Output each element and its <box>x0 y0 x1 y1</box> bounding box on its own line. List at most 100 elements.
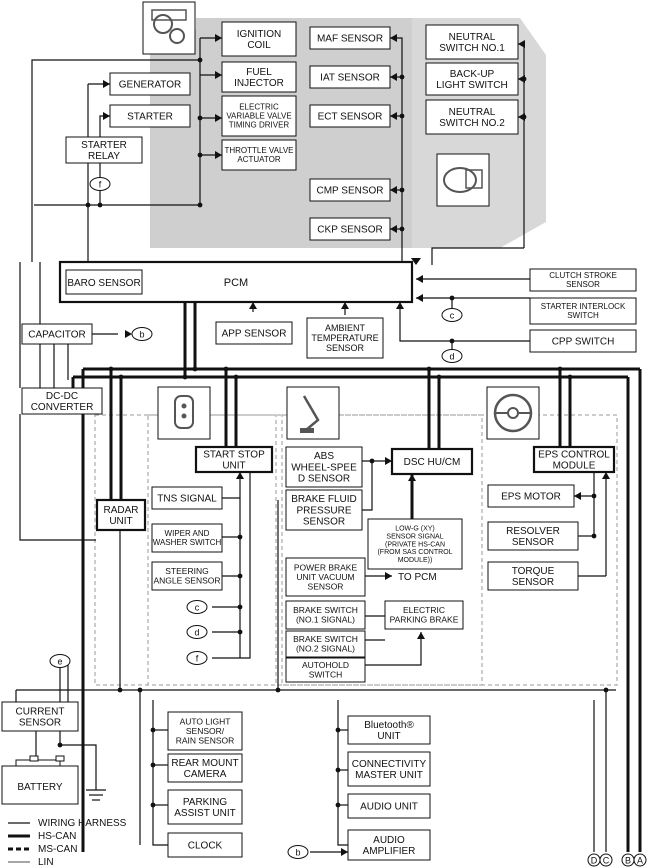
connector-e-marker: e <box>49 654 71 668</box>
lowg-sensor-label: SENSOR SIGNAL <box>386 534 443 541</box>
neutral-switch-2-label: SWITCH NO.2 <box>439 118 505 129</box>
cmp-sensor-label: CMP SENSOR <box>316 185 383 196</box>
svg-text:c: c <box>195 603 200 613</box>
eps-motor-box: EPS MOTOR <box>487 484 575 508</box>
audio-amplifier-label: AUDIO <box>373 835 405 846</box>
radar-unit-label: UNIT <box>109 516 132 527</box>
ckp-sensor-label: CKP SENSOR <box>317 224 382 235</box>
ambient-temp-sensor-label: AMBIENT <box>325 323 366 333</box>
edge-marker-c: C <box>599 853 613 867</box>
audio-unit-label: AUDIO UNIT <box>360 801 418 812</box>
rear-mount-camera-label: REAR MOUNT <box>171 758 238 769</box>
svg-text:C: C <box>603 856 610 866</box>
pcm-label: PCM <box>224 277 248 289</box>
backup-light-switch-label: LIGHT SWITCH <box>436 80 507 91</box>
rear-mount-camera-label: CAMERA <box>184 769 227 780</box>
battery-box: BATTERY <box>1 755 79 805</box>
svg-text:b: b <box>295 848 300 858</box>
steering-wheel-icon <box>486 386 540 440</box>
brake-pedal-icon <box>286 386 340 440</box>
connector-d-marker: d <box>441 349 463 363</box>
current-sensor-label: CURRENT <box>16 706 65 717</box>
neutral-switch-2-label: NEUTRAL <box>449 107 496 118</box>
connector-c-marker: c <box>186 600 208 614</box>
connector-b-marker: b <box>131 327 153 341</box>
auto-light-sensor-label: RAIN SENSOR <box>176 735 235 745</box>
backup-light-switch-label: BACK-UP <box>450 69 495 80</box>
brake-fluid-pressure-label: PRESSURE <box>296 505 351 516</box>
engine-icon <box>142 1 196 55</box>
clutch-stroke-sensor-label: SENSOR <box>566 280 600 289</box>
neutral-switch-1-label: SWITCH NO.1 <box>439 43 505 54</box>
steering-angle-sensor-label: STEERING <box>165 566 208 576</box>
throttle-actuator-label: THROTTLE VALVE <box>224 146 293 155</box>
steering-angle-sensor-label: ANGLE SENSOR <box>153 576 220 586</box>
fuel-injector-label: INJECTOR <box>234 78 284 89</box>
brake-switch-2-label: BRAKE SWITCH <box>293 634 358 644</box>
arrowheads <box>103 34 610 856</box>
lowg-sensor-label: LOW-G (XY) <box>395 526 435 533</box>
bluetooth-unit-label: Bluetooth® <box>364 720 414 731</box>
parking-assist-unit-label: PARKING <box>183 797 227 808</box>
legend-thin-light-label: LIN <box>38 857 54 868</box>
brake-switch-2-label: (NO.2 SIGNAL) <box>296 644 355 654</box>
maf-sensor-label: MAF SENSOR <box>317 33 383 44</box>
resolver-sensor-label: RESOLVER <box>506 526 560 537</box>
clock-box: CLOCK <box>167 832 243 858</box>
brake-subzone <box>281 414 483 686</box>
legend-dashed-thick-label: MS-CAN <box>38 844 77 855</box>
svg-text:A: A <box>637 856 643 866</box>
bluetooth-unit-box: Bluetooth®UNIT <box>347 715 431 745</box>
eps-motor-label: EPS MOTOR <box>501 491 561 502</box>
brake-fluid-pressure-label: BRAKE FLUID <box>291 494 357 505</box>
app-sensor-label: APP SENSOR <box>222 328 287 339</box>
svg-text:D: D <box>591 856 598 866</box>
svg-text:f: f <box>196 654 199 664</box>
power-brake-vacuum-label: POWER BRAKE <box>294 562 358 572</box>
electric-parking-brake-label: ELECTRIC <box>403 605 445 615</box>
cpp-switch-box: CPP SWITCH <box>529 329 637 353</box>
bluetooth-unit-label: UNIT <box>377 731 400 742</box>
connector-c-marker: c <box>441 308 463 322</box>
power-brake-vacuum-label: SENSOR <box>308 581 344 591</box>
ignition-coil-label: COIL <box>247 40 271 51</box>
audio-unit-box: AUDIO UNIT <box>347 793 431 819</box>
start-stop-unit-label: START STOP <box>203 449 265 460</box>
audio-amplifier-label: AMPLIFIER <box>363 846 416 857</box>
starter-relay-label: RELAY <box>88 151 120 162</box>
svg-text:b: b <box>139 330 144 340</box>
capacitor-box: CAPACITOR <box>21 323 93 345</box>
connector-b-marker: b <box>287 845 309 859</box>
connector-f-marker: f <box>89 177 111 191</box>
start-stop-unit-label: UNIT <box>222 460 245 471</box>
dsc-hu-cm-box: DSC HU/CM <box>390 447 474 476</box>
autohold-switch-label: SWITCH <box>309 670 343 680</box>
ignition-coil-label: IGNITION <box>237 29 281 40</box>
ect-sensor-box: ECT SENSOR <box>309 104 391 128</box>
dsc-hu-cm-label: DSC HU/CM <box>404 457 461 468</box>
svg-text:e: e <box>57 657 62 667</box>
evvt-driver-label: ELECTRIC <box>239 103 279 112</box>
lowg-sensor-box: LOW-G (XY)SENSOR SIGNAL(PRIVATE HS-CAN(F… <box>367 518 463 570</box>
throttle-actuator-label: ACTUATOR <box>237 155 280 164</box>
eps-control-module-label: EPS CONTROL <box>538 449 610 460</box>
